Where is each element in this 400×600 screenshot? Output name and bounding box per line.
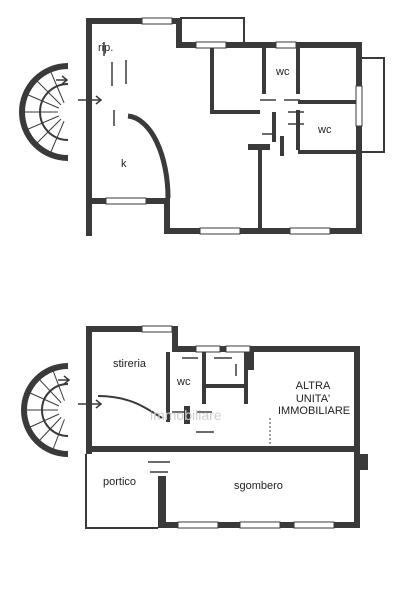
room-label-sgombero: sgombero: [234, 480, 283, 492]
room-label-wc-1: wc: [276, 66, 290, 78]
room-label-stireria: stireria: [113, 358, 147, 370]
room-label-portico: portico: [103, 476, 137, 488]
room-label-k: k: [121, 158, 127, 170]
room-label-altra-unita: ALTRA UNITA' IMMOBILIARE: [278, 380, 351, 418]
spiral-staircase-upper: [19, 63, 78, 161]
upper-floor-plan: [19, 17, 385, 236]
spiral-staircase-lower: [21, 363, 78, 457]
room-label-wc-3: wc: [177, 376, 191, 388]
room-label-rip: rip.: [98, 42, 114, 54]
lower-floor-plan: [21, 325, 368, 529]
watermark-logo: immobiliare: [150, 407, 222, 423]
room-label-wc-2: wc: [318, 124, 332, 136]
